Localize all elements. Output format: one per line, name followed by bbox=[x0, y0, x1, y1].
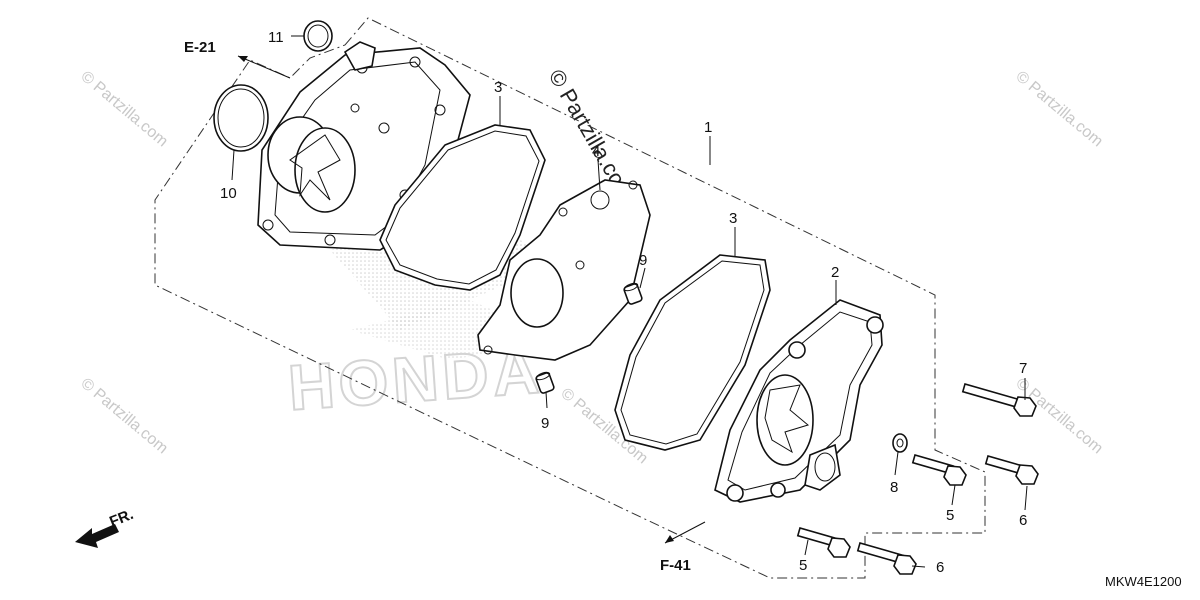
dowel-pin-9-upper bbox=[623, 282, 643, 305]
bolt-hole-4 bbox=[378, 122, 390, 134]
bolt-hole-6 bbox=[324, 234, 336, 246]
pump-cover-2 bbox=[714, 299, 884, 503]
callout-9-lower: 9 bbox=[541, 415, 549, 432]
callout-6-right: 6 bbox=[1019, 512, 1027, 529]
plate-upper-hole bbox=[590, 190, 610, 210]
cover-bolt-boss-4 bbox=[770, 482, 786, 498]
callout-4: 4 bbox=[592, 143, 600, 160]
callout-2: 2 bbox=[831, 264, 839, 281]
gasket-3-lower bbox=[614, 254, 771, 451]
pump-cover-boss bbox=[756, 374, 814, 466]
plate-dowel-hole bbox=[575, 260, 585, 270]
plate-bolt-hole-2 bbox=[483, 345, 493, 355]
pump-cover-ribs bbox=[764, 384, 810, 454]
ref-label-e21: E-21 bbox=[184, 39, 216, 56]
ref-arrow-f41 bbox=[664, 521, 706, 544]
callout-7: 7 bbox=[1019, 360, 1027, 377]
o-ring-10-inner bbox=[217, 88, 265, 148]
gasket-3-lower-inner bbox=[620, 260, 765, 445]
front-arrow-icon bbox=[75, 524, 119, 548]
o-ring-11-inner bbox=[307, 24, 329, 48]
bolt-hole-7 bbox=[262, 219, 274, 231]
pump-cover-outlet-bore bbox=[814, 452, 836, 482]
bolt-6-right bbox=[984, 455, 1039, 485]
bolt-hole-2 bbox=[409, 56, 421, 68]
gasket-3-upper bbox=[379, 124, 546, 291]
cover-bolt-boss-3 bbox=[726, 484, 744, 502]
callout-9-upper: 9 bbox=[639, 252, 647, 269]
bolt-5-lower bbox=[796, 527, 851, 558]
watermark-top-right: © Partzilla.com bbox=[1012, 68, 1106, 150]
callout-6-lower: 6 bbox=[936, 559, 944, 576]
bolt-5-right bbox=[911, 454, 967, 486]
callout-3-upper: 3 bbox=[494, 79, 502, 96]
watermark-bottom-left: © Partzilla.com bbox=[77, 375, 171, 457]
bolt-hole-3 bbox=[434, 104, 446, 116]
callout-11: 11 bbox=[268, 29, 284, 46]
callout-3-lower: 3 bbox=[729, 210, 737, 227]
diagram-code: MKW4E1200 bbox=[1105, 574, 1182, 589]
impeller-housing bbox=[294, 127, 356, 213]
front-label: FR. bbox=[107, 506, 136, 531]
callout-5-lower: 5 bbox=[799, 557, 807, 574]
pump-inlet-pipe bbox=[343, 41, 376, 71]
impeller-vanes bbox=[289, 134, 341, 201]
callout-8: 8 bbox=[890, 479, 898, 496]
bolt-7 bbox=[961, 383, 1037, 417]
ref-label-f41: F-41 bbox=[660, 557, 691, 574]
ref-arrow-e21 bbox=[237, 55, 291, 79]
washer-8 bbox=[892, 433, 908, 453]
dowel-pin-9-lower bbox=[535, 371, 555, 394]
bolt-hole-8 bbox=[350, 103, 360, 113]
plate-bolt-hole-1 bbox=[558, 207, 568, 217]
washer-8-hole bbox=[896, 438, 904, 448]
leader-lines bbox=[231, 35, 1028, 568]
watermark-top-left: © Partzilla.com bbox=[77, 68, 171, 150]
callout-10: 10 bbox=[220, 185, 237, 202]
gasket-3-upper-inner bbox=[385, 130, 540, 285]
plate-bolt-hole-3 bbox=[628, 180, 638, 190]
bolt-6-lower bbox=[856, 542, 917, 575]
plate-center-opening bbox=[510, 258, 564, 328]
o-ring-10 bbox=[213, 84, 269, 152]
callout-1: 1 bbox=[704, 119, 712, 136]
cover-bolt-boss-1 bbox=[866, 316, 884, 334]
callout-5-right: 5 bbox=[946, 507, 954, 524]
cover-bolt-boss-2 bbox=[788, 341, 806, 359]
